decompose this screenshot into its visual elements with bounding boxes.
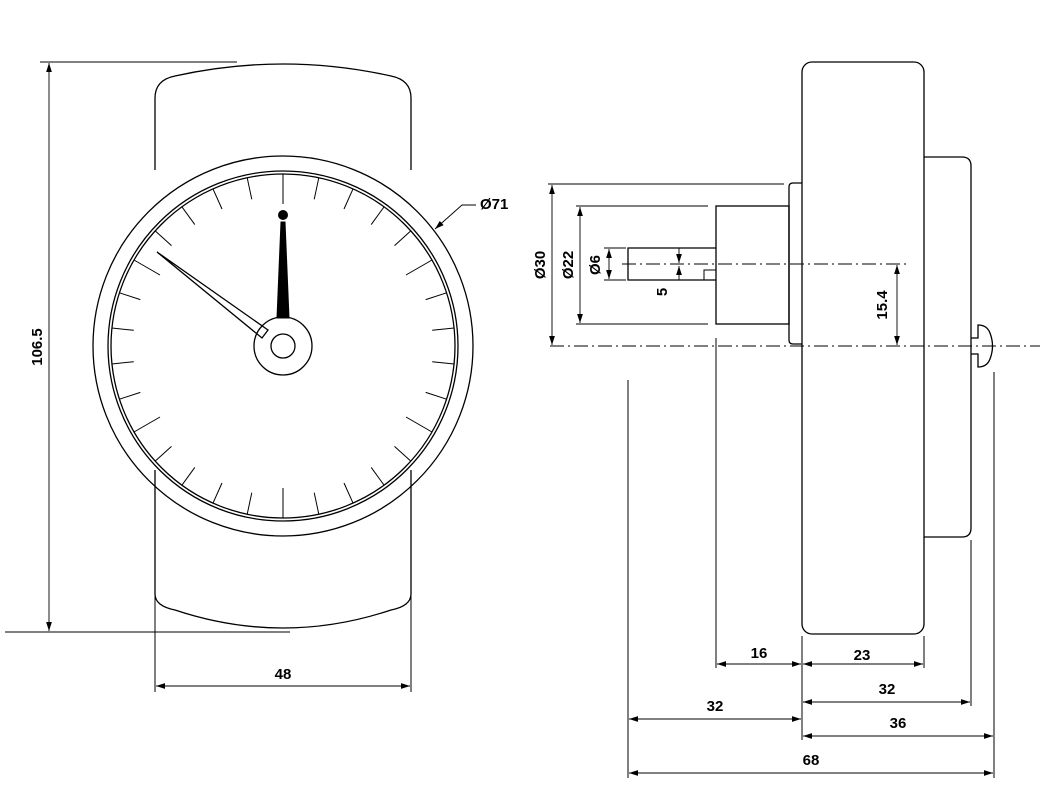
dim-height-label: 106.5 <box>29 328 46 366</box>
stem-flat <box>703 269 716 280</box>
dial-tick <box>181 467 196 486</box>
dim-32-right-label: 32 <box>879 681 896 698</box>
dial-ticks <box>111 174 455 518</box>
dim-d30-label: Ø30 <box>532 251 549 279</box>
dial-tick <box>343 482 354 504</box>
dial-tick <box>212 482 223 504</box>
back-cover <box>924 156 972 538</box>
side-view: Ø30 Ø22 Ø6 5 15.4 16 23 32 <box>532 61 1040 778</box>
dial-tick <box>246 177 253 200</box>
dim-15-4-label: 15.4 <box>874 290 891 320</box>
bezel-inner <box>107 170 459 522</box>
dim-width-label: 48 <box>275 666 292 683</box>
main-pointer <box>276 221 290 319</box>
dial-tick <box>154 230 172 246</box>
dial-tick <box>119 391 141 400</box>
dial-tick <box>133 259 161 276</box>
dial-tick <box>181 206 196 225</box>
dim-36-label: 36 <box>890 715 907 732</box>
bezel-outer <box>92 155 474 537</box>
dim-16-label: 16 <box>751 645 768 662</box>
dim-bezel-label: Ø71 <box>480 196 508 213</box>
dim-32-left-label: 32 <box>707 698 724 715</box>
dial-tick <box>246 492 253 515</box>
dial-tick <box>154 446 172 462</box>
housing-outline <box>154 63 412 629</box>
dim-68-label: 68 <box>803 752 820 769</box>
dial-tick <box>119 292 141 301</box>
dial-tick <box>313 177 320 200</box>
stem-d22 <box>715 205 790 325</box>
dial-tick <box>394 446 412 462</box>
thin-hand <box>156 251 269 339</box>
dim-d6-label: Ø6 <box>587 255 604 275</box>
flange <box>788 182 802 345</box>
dial-tick <box>425 391 447 400</box>
dial-tick <box>370 467 385 486</box>
hub-outer <box>253 316 313 376</box>
dial-tick <box>313 492 320 515</box>
dial-tick <box>212 188 223 210</box>
dial-tick <box>370 206 385 225</box>
dial-tick <box>432 361 455 365</box>
dim-d22-label: Ø22 <box>560 251 577 279</box>
dial-tick <box>343 188 354 210</box>
pointer-tip <box>278 210 288 220</box>
case-body <box>801 61 925 635</box>
dial-tick <box>394 230 412 246</box>
front-view: 106.5 48 Ø71 <box>5 61 508 692</box>
dial-tick <box>432 327 455 331</box>
dim-23-label: 23 <box>854 647 871 664</box>
dial-tick <box>405 259 433 276</box>
dial-tick <box>425 292 447 301</box>
hub-inner <box>270 333 296 359</box>
dial-tick <box>405 416 433 433</box>
dial-tick <box>133 416 161 433</box>
dim-5-label: 5 <box>654 288 671 296</box>
dial-tick <box>111 361 134 365</box>
bezel-leader <box>434 204 476 230</box>
dial-tick <box>111 327 134 331</box>
